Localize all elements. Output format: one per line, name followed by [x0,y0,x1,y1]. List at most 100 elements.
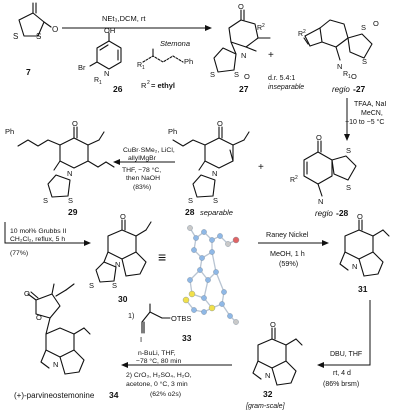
reagent-r2-prefix: R [141,81,147,90]
compound-label-regio28: -28 [336,208,349,218]
compound-name-34: (+)-parvineostemonine [14,391,95,400]
atom-label-s: S [346,183,351,192]
atom-label-o: O [373,19,379,28]
reagent-step4-line1: 10 mol% Grubbs II [10,228,66,235]
reagent-step1: NEt₃,DCM, rt [102,14,146,23]
reaction-arrow-3 [113,159,175,165]
atom-label-sup1: 1 [348,74,351,80]
reagent-step4-yield: (77%) [10,250,28,257]
atom-label-n: N [318,197,323,206]
compound-label-28: 28 [185,207,195,217]
atom-label-s: S [36,32,41,41]
reagent-step5-yield: (59%) [279,259,298,268]
atom-label-r1: R [343,71,348,78]
compound-31-structure: O N [339,212,390,277]
atom-label-otbs: OTBS [171,314,191,323]
compound-label-34: 34 [109,390,119,400]
compound-label-regio28-prefix: regio [315,209,333,218]
compound-26-structure: OH Br N R 1 [78,26,122,86]
compound-7-structure: S S O [13,2,58,41]
atom-label-sup1: 1 [99,80,102,86]
reagent-step3-line3: THF, −78 °C, [122,166,161,174]
atom-label-o: O [36,313,42,322]
atom-label-o: O [270,320,276,329]
reagent-step6-line1: DBU, THF [330,351,362,358]
atom-label-s: S [210,70,215,79]
stemona-side-chain: R 1 Ph [137,48,193,71]
atom-label-o: O [238,2,244,11]
reagent-step3-line4: then NaOH [126,175,160,182]
atom-label-r2: R [298,31,303,38]
atom-label-s: S [234,70,239,79]
compound-label-26: 26 [113,84,123,94]
reaction-arrow-7 [121,362,232,368]
atom-label-s: S [188,196,193,205]
reaction-arrow-5 [258,240,329,246]
atom-label-n: N [67,169,72,178]
atom-label-r1: R [137,62,142,69]
reagent-step6-yield: (86% brsm) [323,381,359,388]
reagent-step7-line2: n-BuLi, THF, [138,350,176,357]
atom-label-sup2: 2 [295,175,298,181]
reagent-step2-line3: −10 to −5 °C [345,118,384,126]
compound-label-regio27: -27 [353,84,366,94]
compound-label-32: 32 [263,389,273,399]
compound-27-structure: O R 2 N S S O [210,2,271,81]
compound-label-regio27-prefix: regio [332,85,350,94]
reagent-step2-line1: TFAA, NaI [354,101,386,108]
atom-label-o: O [244,72,250,81]
atom-label-n: N [104,69,109,78]
plus-sign: + [258,162,264,173]
reagent-step3-yield: (83%) [133,184,151,191]
reagent-r2-def: = ethyl [151,81,175,90]
atom-label-o: O [316,133,322,142]
atom-label-s: S [213,196,218,205]
atom-label-n: N [241,51,246,60]
reagent-step6-line2: rt, 4 d [333,370,351,377]
compound-label-33: 33 [182,333,192,343]
compound-30-structure: O N S S [89,212,152,290]
label-stemona: Stemona [160,39,190,48]
atom-label-n: N [53,360,58,369]
reagent-step7-line3: −78 °C, 80 min [136,357,181,365]
atom-label-s: S [43,196,48,205]
label-inseparable: inseparable [268,84,304,91]
compound-label-7: 7 [26,67,31,77]
compound-label-27: 27 [239,84,249,94]
label-separable: separable [200,208,233,217]
reaction-arrow-2 [344,98,350,141]
compound-32-structure: O N [252,320,303,386]
atom-label-r2: R [257,25,262,32]
atom-label-s: S [13,32,18,41]
atom-label-o: O [357,212,363,221]
label-dr: d.r. 5.4:1 [268,75,295,82]
atom-label-sup2: 2 [303,29,306,35]
atom-label-o: O [52,25,58,34]
atom-label-n: N [212,169,217,178]
atom-label-ph: Ph [168,127,177,136]
compound-29-structure: O Ph N S S [5,119,115,205]
atom-label-ph: Ph [5,127,14,136]
compound-28-structure: O Ph N S S [168,119,250,205]
compound-label-29: 29 [68,207,78,217]
plus-sign: + [268,50,274,61]
atom-label-o: O [217,119,223,128]
reagent-step7-line5: acetone, 0 °C, 3 min [126,380,188,388]
reagent-step5-line2: MeOH, 1 h [270,249,305,258]
reagent-step5-line1: Raney Nickel [266,230,309,239]
atom-label-o: O [24,289,30,298]
atom-label-o: O [72,119,78,128]
reagent-step7-line4: 2) CrO₃, H₂SO₄, H₂O, [126,372,192,379]
reaction-arrow-6 [317,300,371,368]
reagent-r2-sup: 2 [147,80,150,86]
atom-label-n: N [265,371,270,380]
reagent-step4-line2: CH₂Cl₂, reflux, 5 h [10,236,65,243]
reaction-arrow-4 [4,222,91,246]
crystal-structure-model [182,225,240,325]
equivalence-sign: ≡ [158,249,166,265]
atom-label-o: O [120,212,126,221]
reagent-step7-yield: (62% o2s) [150,391,181,398]
atom-label-sup2: 2 [262,23,265,29]
atom-label-sup1: 1 [142,65,145,71]
